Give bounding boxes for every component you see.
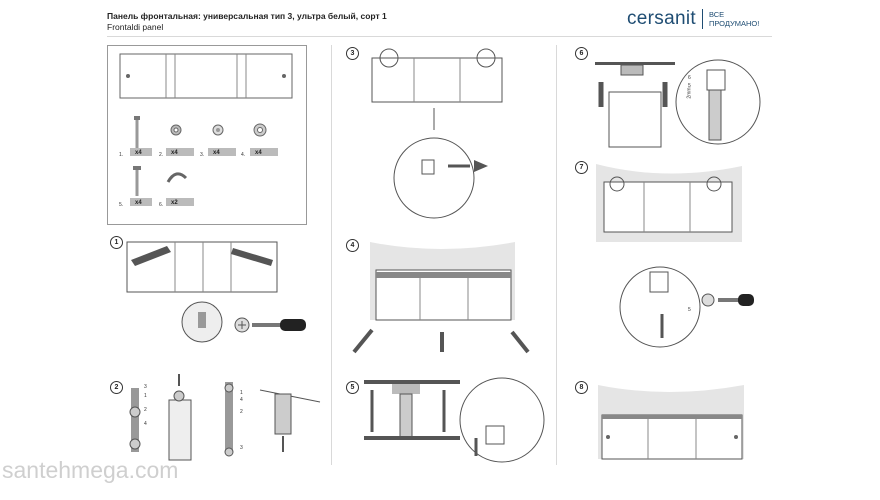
- part-nut-icon: [166, 124, 194, 156]
- part-wood-screw-icon: [130, 166, 152, 206]
- part-index: 6.: [159, 202, 164, 208]
- step-2-label: 2: [240, 409, 243, 415]
- step-4-marker: 4: [346, 239, 359, 252]
- step-4-drawing: [352, 242, 530, 354]
- column-divider-1: [331, 45, 332, 465]
- step-3-marker: 3: [346, 47, 359, 60]
- part-screw-long-icon: [130, 116, 152, 156]
- gap-label: 2mm: [686, 87, 693, 99]
- step-8-drawing: [598, 385, 744, 460]
- part-index: 4.: [241, 152, 246, 158]
- part-count: x2: [171, 200, 178, 206]
- step-2-label: 4: [144, 421, 147, 427]
- step-2-label: 3: [144, 384, 147, 390]
- part-bracket-icon: [166, 172, 194, 206]
- panel-overview-drawing: [119, 53, 293, 99]
- brand-logo: cersanit ВСЕ ПРОДУМАНО!: [627, 8, 759, 30]
- step-2-marker: 2: [110, 381, 123, 394]
- part-index: 1.: [119, 152, 124, 158]
- step-1-drawing: [126, 241, 278, 293]
- step-1-detail: [181, 301, 306, 343]
- part-count: x4: [213, 150, 220, 156]
- step-3-detail: [393, 108, 488, 219]
- step-7-drawing: [596, 164, 754, 348]
- brand-slogan: ВСЕ ПРОДУМАНО!: [709, 10, 759, 28]
- part-count: x4: [135, 150, 142, 156]
- step-2-drawing: [129, 374, 321, 461]
- part-index: 2.: [159, 152, 164, 158]
- brand-slogan-line2: ПРОДУМАНО!: [708, 19, 760, 28]
- step-8-marker: 8: [575, 381, 588, 394]
- document-title: Панель фронтальная: универсальная тип 3,…: [107, 11, 387, 21]
- step-2-label: 1: [144, 393, 147, 399]
- brand-slogan-line1: ВСЕ: [708, 10, 725, 19]
- part-index: 3.: [200, 152, 205, 158]
- step-6-marker: 6: [575, 47, 588, 60]
- part-washer-icon: [250, 123, 278, 156]
- brand-separator: [701, 9, 703, 29]
- document-subtitle: Frontaldi panel: [107, 22, 164, 32]
- brand-name: cersanit: [627, 8, 696, 29]
- step-3-drawing: [371, 48, 503, 103]
- part-index: 5.: [119, 202, 124, 208]
- step-2-label: 4: [240, 397, 243, 403]
- step-5-marker: 5: [346, 381, 359, 394]
- step-2-label: 1: [240, 390, 243, 396]
- part-cap-icon: [208, 124, 236, 156]
- part-count: x4: [255, 150, 262, 156]
- step-6-drawing: [595, 59, 761, 148]
- step-2-label: 2: [144, 407, 147, 413]
- part-count: x4: [171, 150, 178, 156]
- part-count: x4: [135, 200, 142, 206]
- step-2-label: 3: [240, 445, 243, 451]
- watermark: santehmega.com: [2, 457, 179, 483]
- step-7-marker: 7: [575, 161, 588, 174]
- header-divider: [107, 36, 772, 37]
- column-divider-2: [556, 45, 557, 465]
- detail-label-5: 5: [688, 83, 691, 89]
- step-1-marker: 1: [110, 236, 123, 249]
- detail-label-5: 5: [688, 307, 691, 313]
- detail-label-6: 6: [688, 75, 691, 81]
- parts-list: 1. x4 2. x4 3. x4 4. x4 5. x4 6. x2: [107, 45, 307, 225]
- step-5-drawing: [364, 377, 545, 463]
